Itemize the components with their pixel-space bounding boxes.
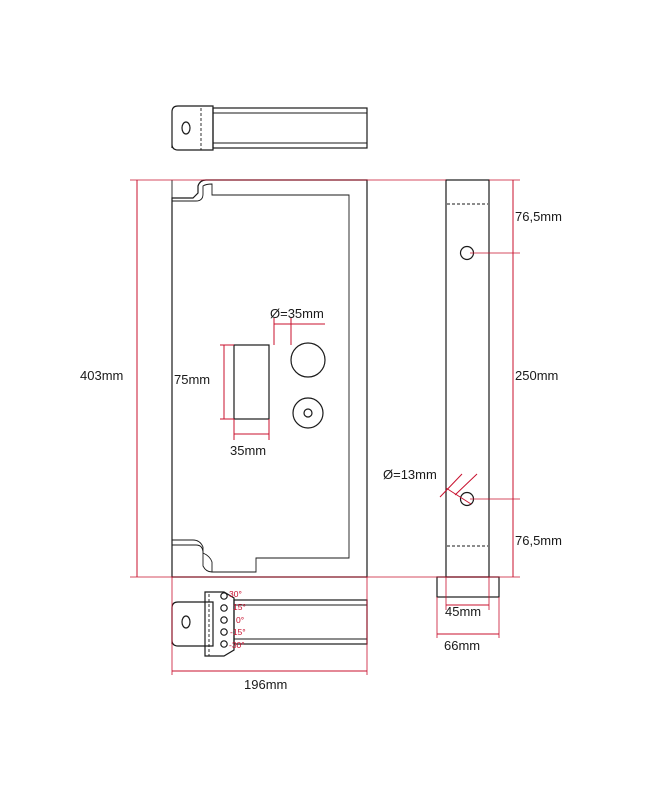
dim-width-total: 196mm [244, 677, 287, 692]
bracket-slot [181, 615, 191, 629]
bracket-slot [181, 121, 191, 135]
hole-large-upper [290, 342, 326, 378]
angle-hole-0 [220, 616, 228, 624]
angle-hole-15 [220, 604, 228, 612]
side-view [436, 179, 500, 598]
angle-label: 0° [236, 615, 244, 625]
dim-depth-outer: 66mm [444, 638, 480, 653]
angle-label: -15° [230, 627, 246, 637]
angle-label: 15° [233, 602, 246, 612]
hole-large-lower-center [303, 408, 313, 418]
dim-hole-small: Ø=13mm [383, 467, 437, 482]
dimension-lines: 403mm 196mm Ø=35mm 75mm 35mm 76,5mm 250m… [80, 179, 562, 692]
dim-side-middle: 250mm [515, 368, 558, 383]
front-view: 30° 15° 0° -15° -30° [171, 105, 368, 657]
bottom-bracket: 30° 15° 0° -15° -30° [171, 589, 368, 657]
main-plate [171, 179, 368, 578]
dim-height-total: 403mm [80, 368, 123, 383]
angle-hole-minus-15 [220, 628, 228, 636]
dim-side-top: 76,5mm [515, 209, 562, 224]
angle-label: -30° [229, 640, 245, 650]
dim-depth-inner: 45mm [445, 604, 481, 619]
dim-slot-height: 75mm [174, 372, 210, 387]
dim-hole-large: Ø=35mm [270, 306, 324, 321]
angle-label: 30° [229, 589, 242, 599]
angle-hole-30 [220, 592, 228, 600]
dim-slot-width: 35mm [230, 443, 266, 458]
top-bracket [171, 105, 368, 151]
cable-slot [233, 344, 270, 420]
hole-large-lower [292, 397, 324, 429]
angle-hole-minus-30 [220, 640, 228, 648]
dim-side-bottom: 76,5mm [515, 533, 562, 548]
